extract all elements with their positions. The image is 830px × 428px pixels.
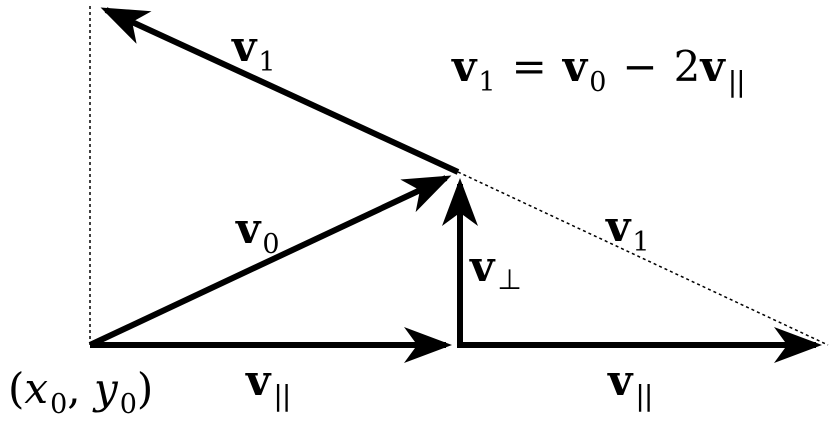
label-v-perp: v⊥ [470, 246, 522, 294]
label-v-perp-vec: v [470, 242, 495, 291]
origin-x: x [24, 364, 49, 413]
eq-rhs-vec1: v [562, 42, 588, 91]
label-v-parallel-left-sub: || [273, 379, 291, 412]
eq-coef: 2 [673, 42, 701, 91]
label-v-parallel-right: v|| [608, 360, 653, 410]
label-v-parallel-left: v|| [246, 360, 291, 410]
label-v-parallel-right-vec: v [608, 356, 633, 405]
v1-arrow [100, 7, 460, 175]
label-v-parallel-right-sub: || [635, 379, 653, 412]
dotted-v1-guide [457, 171, 829, 346]
origin-y: y [93, 364, 118, 413]
eq-rhs-sub1: 0 [589, 67, 607, 98]
eq-rhs-vec2: v [700, 42, 725, 91]
label-v0-vec: v [236, 204, 261, 253]
label-v1-dashed: v1 [606, 206, 650, 257]
eq-minus: − [622, 42, 658, 91]
v0-arrow [88, 175, 452, 348]
reflection-equation: v1=v0−2v|| [452, 46, 746, 97]
label-v0-sub: 0 [262, 229, 280, 260]
label-v0: v0 [236, 208, 280, 259]
label-v1-top-vec: v [232, 22, 257, 71]
origin-open-paren: ( [8, 364, 25, 413]
label-v-perp-sub: ⊥ [497, 263, 522, 296]
origin-x-sub: 0 [50, 389, 68, 420]
label-v1-top-sub: 1 [258, 47, 276, 78]
label-v1-dashed-vec: v [606, 202, 631, 251]
origin-comma: , [67, 364, 94, 413]
label-v1-dashed-sub: 1 [632, 227, 650, 258]
eq-equals: = [511, 42, 547, 91]
origin-y-sub: 0 [119, 389, 137, 420]
label-v1-top: v1 [232, 26, 276, 77]
origin-close-paren: ) [136, 364, 154, 413]
eq-rhs-sub2: || [727, 65, 746, 98]
origin-coordinates: (x0, y0) [8, 368, 153, 419]
label-v-parallel-left-vec: v [246, 356, 271, 405]
eq-lhs-vec: v [452, 42, 477, 91]
eq-lhs-sub: 1 [478, 67, 496, 98]
